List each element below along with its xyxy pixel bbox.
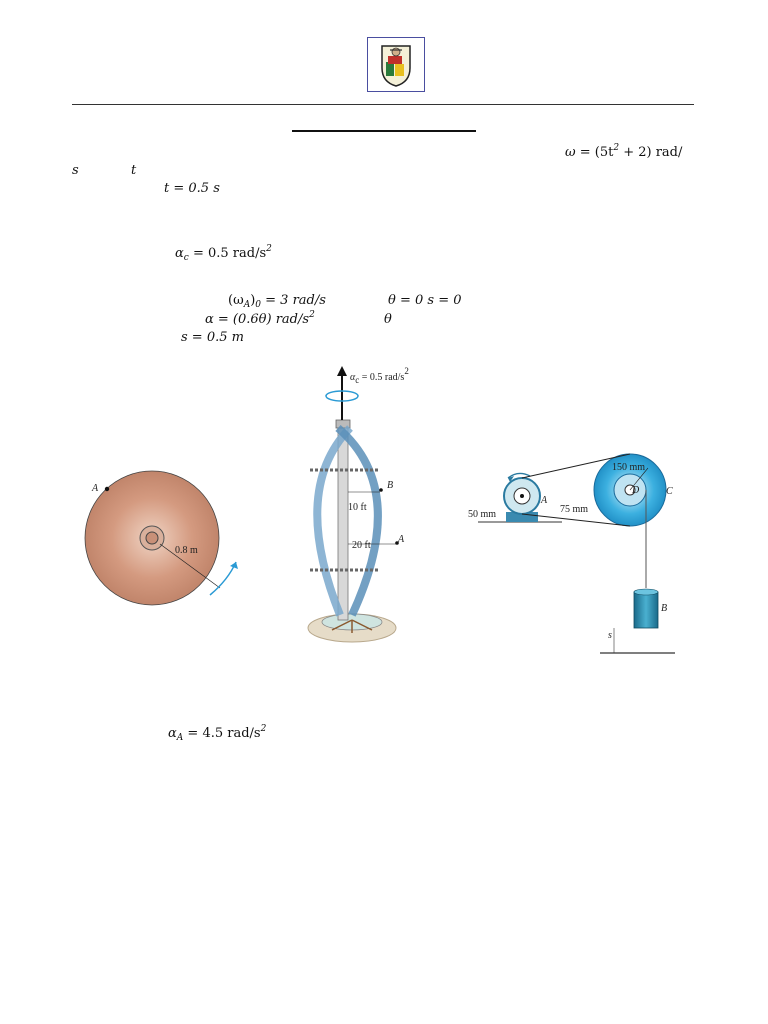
time-value: t = 0.5 s bbox=[164, 181, 220, 196]
pulley-r50-label: 50 mm bbox=[468, 509, 497, 520]
pulley-r150-label: 150 mm bbox=[612, 462, 646, 473]
turbine-dim-20ft: 20 ft bbox=[352, 540, 371, 551]
pulley-point-c-label: C bbox=[666, 486, 673, 497]
initial-conditions: θ = 0 s = 0 bbox=[388, 293, 462, 308]
pulley-point-a-label: A bbox=[541, 495, 548, 506]
disk-radius-label: 0.8 m bbox=[175, 545, 198, 556]
pulley-point-d-label: D bbox=[632, 485, 640, 496]
disk-point-a-label: A bbox=[92, 483, 99, 494]
theta-variable: θ bbox=[384, 312, 392, 327]
turbine-point-b-label: B bbox=[387, 480, 394, 491]
turbine-alpha-label: αc = 0.5 rad/s2 bbox=[350, 366, 409, 385]
omega-a-initial: (ωA)0 = 3 rad/s bbox=[228, 293, 326, 310]
title-underline bbox=[292, 130, 476, 132]
alpha-c-equation: αc = 0.5 rad/s2 bbox=[175, 244, 272, 263]
pulley-figure bbox=[470, 448, 700, 663]
university-crest-icon bbox=[367, 37, 425, 92]
alpha-theta-equation: α = (0.6θ) rad/s2 bbox=[205, 310, 315, 328]
turbine-dim-10ft: 10 ft bbox=[348, 502, 367, 513]
disk-figure bbox=[80, 470, 260, 610]
pulley-r75-label: 75 mm bbox=[560, 504, 589, 515]
pulley-point-b-label: B bbox=[661, 603, 668, 614]
omega-equation: ω = (5t2 + 2) rad/ bbox=[565, 143, 683, 161]
s-value: s = 0.5 m bbox=[181, 330, 244, 345]
omega-unit-s: s bbox=[72, 163, 79, 178]
pulley-s-label: s bbox=[608, 630, 612, 641]
time-variable: t bbox=[131, 163, 137, 178]
alpha-a-equation: αA = 4.5 rad/s2 bbox=[168, 724, 267, 743]
turbine-point-a-label: A bbox=[398, 534, 405, 545]
header-rule bbox=[72, 104, 694, 105]
turbine-figure bbox=[280, 360, 440, 660]
